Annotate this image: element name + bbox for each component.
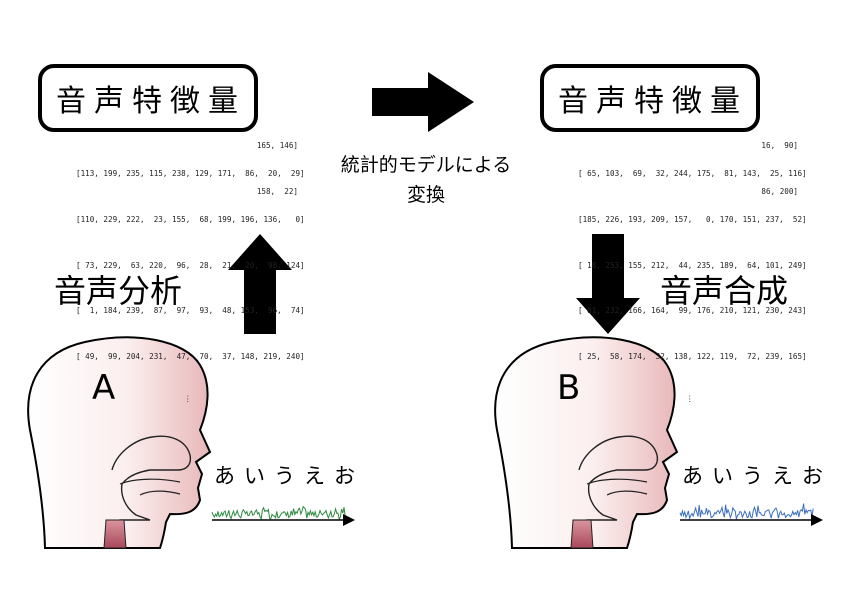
analysis-label: 音声分析 [54,272,183,310]
feature-box-left: 音声特徴量 [38,64,258,132]
waveform-b [679,503,823,526]
matrix-row: [185, 226, 193, 209, 157, 0, 170, 151, 2… [578,215,807,225]
matrix-row: [ 18, 253, 155, 212, 44, 235, 189, 64, 1… [578,260,807,270]
matrix-text: 158, 22] [256,187,298,197]
left-matrix: [113, 199, 235, 115, 238, 129, 171, 86, … [76,136,305,420]
matrix-row: [ 1, 184, 239, 87, 97, 93, 48, 153, 96, … [76,306,305,316]
waveform-a [211,505,355,526]
head-a [27,336,212,549]
matrix-row: [ 73, 229, 63, 220, 96, 28, 21, 20, 98, … [76,260,305,270]
right-arrow [372,72,474,132]
matrix-row: [110, 229, 222, 23, 155, 68, 199, 196, 1… [76,215,305,225]
matrix-row: [ 65, 103, 69, 32, 244, 175, 81, 143, 25… [578,169,807,179]
down-arrow [576,234,640,334]
conversion-label-line1: 統計的モデルによる [340,154,512,176]
synthesis-label: 音声合成 [660,272,789,310]
matrix-row: [113, 199, 235, 115, 238, 129, 171, 86, … [76,169,305,179]
conversion-label: 統計的モデルによる 変換 [308,150,544,210]
speaker-a-label: A [92,368,116,408]
matrix-row: [ 49, 99, 204, 231, 47, 70, 37, 148, 219… [76,351,305,361]
matrix-text: 16, 90] [761,141,798,151]
speaker-b-label: B [557,368,581,408]
matrix-row: [ 25, 58, 174, 32, 138, 122, 119, 72, 23… [578,351,807,361]
feature-box-right: 音声特徴量 [540,64,760,132]
right-matrix-partial: 16, 90] 86, 200] [746,108,798,214]
right-matrix: [ 65, 103, 69, 32, 244, 175, 81, 143, 25… [578,136,807,420]
matrix-row: [ 81, 232, 166, 164, 99, 176, 210, 121, … [578,306,807,316]
vowels-a: あいうえお [214,464,364,488]
matrix-text: 86, 200] [761,187,798,197]
conversion-label-line2: 変換 [406,184,445,206]
left-matrix-partial: 165, 146] 158, 22] [242,108,298,214]
head-b [494,336,679,549]
vowels-b: あいうえお [682,464,832,488]
matrix-ellipsis: ⋮ [184,394,192,404]
matrix-ellipsis: ⋮ [686,394,694,404]
up-arrow [228,234,292,334]
matrix-text: 165, 146] [256,141,298,151]
